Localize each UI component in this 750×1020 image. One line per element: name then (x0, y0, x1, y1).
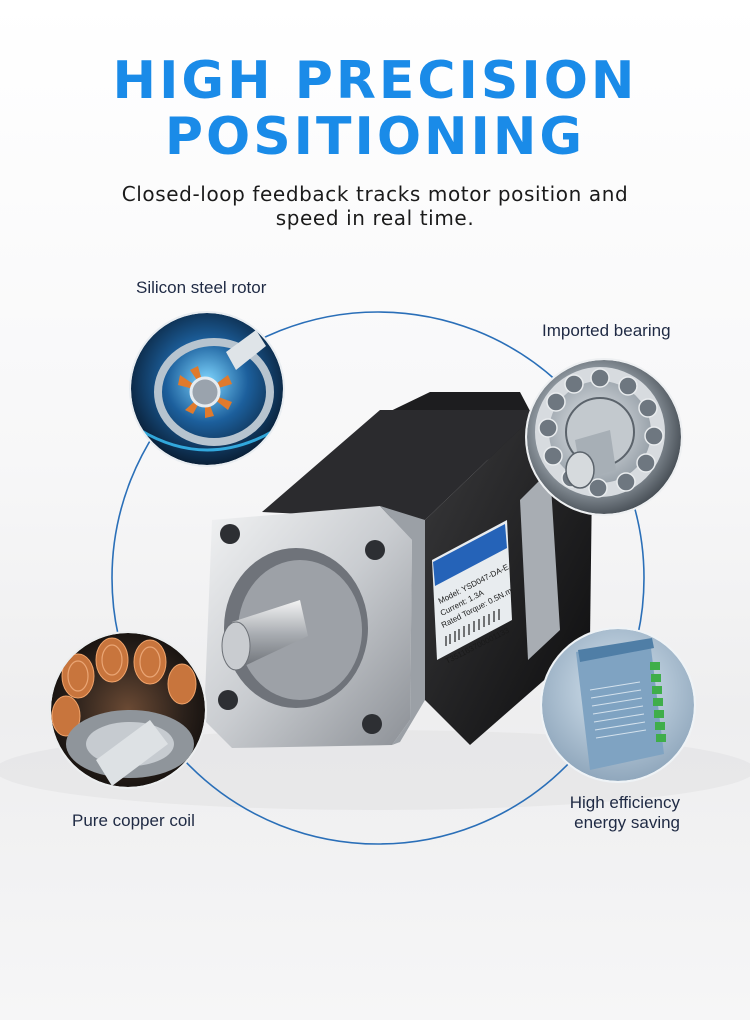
feature-ring (111, 311, 645, 845)
bearing-photo (525, 358, 683, 516)
feature-label-bearing: Imported bearing (542, 321, 671, 340)
feature-label-energy-line-1: High efficiency (569, 793, 680, 812)
copper-coil-photo (49, 631, 207, 789)
driver-photo (540, 627, 696, 783)
heading-line-2: POSITIONING (164, 107, 586, 167)
rotor-photo (129, 311, 285, 467)
feature-label-energy: High efficiency energy saving (520, 793, 680, 833)
feature-label-energy-line-2: energy saving (574, 813, 680, 832)
subtitle-line-2: speed in real time. (275, 206, 475, 230)
subtitle: Closed-loop feedback tracks motor positi… (0, 182, 750, 230)
subtitle-line-1: Closed-loop feedback tracks motor positi… (121, 182, 629, 206)
feature-label-coil: Pure copper coil (72, 811, 195, 830)
heading-line-1: HIGH PRECISION (112, 51, 638, 111)
feature-label-rotor: Silicon steel rotor (136, 278, 267, 297)
